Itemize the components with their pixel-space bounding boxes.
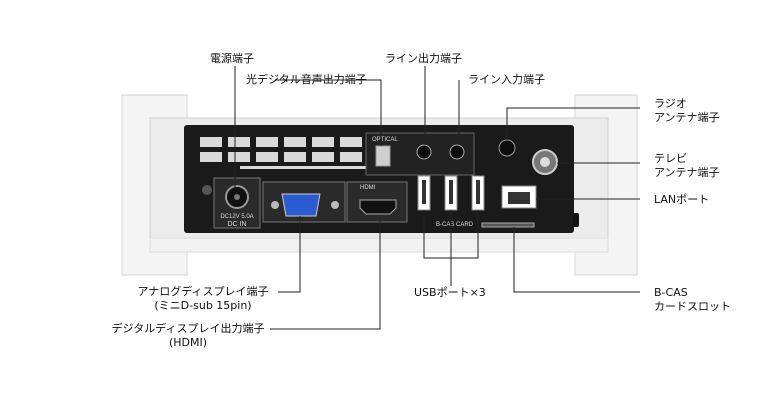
bcas-slot xyxy=(481,222,535,228)
label-tv-antenna: テレビアンテナ端子 xyxy=(654,152,720,179)
dc-in-label: DC IN xyxy=(227,221,246,228)
bcas-panel-label: B-CAS CARD xyxy=(436,222,474,228)
leader-lines xyxy=(234,66,640,330)
label-lan: LANポート xyxy=(654,193,710,206)
lock-slot xyxy=(573,213,579,227)
label-digital-display: デジタルディスプレイ出力端子(HDMI) xyxy=(111,322,265,349)
hdmi-panel-label: HDMI xyxy=(360,185,376,191)
dc-spec-label: DC12V 5.0A xyxy=(220,214,253,220)
label-power: 電源端子 xyxy=(210,52,254,65)
optical-panel-label: OPTICAL xyxy=(372,137,398,143)
vent-grille xyxy=(200,137,370,169)
label-optical: 光デジタル音声出力端子 xyxy=(246,73,367,86)
line-in-port xyxy=(449,144,465,160)
label-usb: USBポート×3 xyxy=(414,286,486,299)
vga-port xyxy=(281,193,321,217)
label-line-out: ライン出力端子 xyxy=(385,52,462,65)
label-line-in: ライン入力端子 xyxy=(468,73,545,86)
radio-antenna-port xyxy=(498,139,516,157)
label-radio-antenna: ラジオアンテナ端子 xyxy=(654,97,720,124)
optical-port xyxy=(375,145,391,167)
chassis-bottom xyxy=(149,237,609,253)
line-out-port xyxy=(416,144,432,160)
hdmi-port xyxy=(359,199,397,215)
label-analog-display: アナログディスプレイ端子(ミニD-sub 15pin) xyxy=(137,285,269,312)
